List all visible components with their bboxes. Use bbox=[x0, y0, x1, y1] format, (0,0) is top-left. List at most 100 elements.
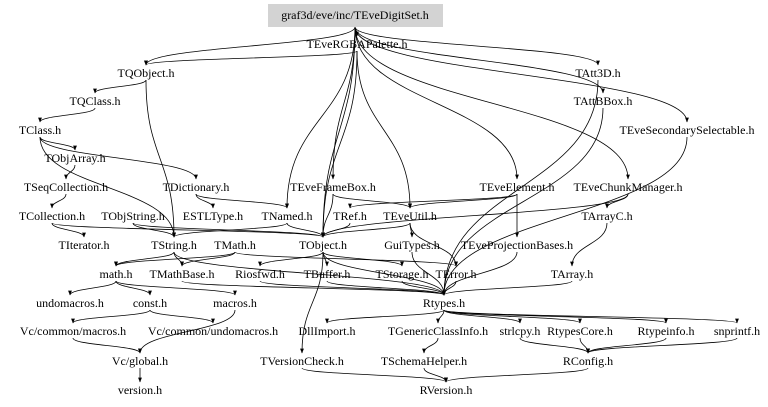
graph-node[interactable]: TEveElement.h bbox=[480, 180, 555, 194]
dependency-edge bbox=[300, 251, 324, 354]
graph-node[interactable]: TString.h bbox=[151, 238, 197, 252]
graph-node[interactable]: Vc/global.h bbox=[112, 354, 168, 368]
dependency-edge bbox=[442, 280, 573, 296]
graph-node[interactable]: TAtt3D.h bbox=[575, 66, 620, 80]
graph-node[interactable]: TObjString.h bbox=[101, 209, 164, 223]
graph-node[interactable]: TClass.h bbox=[19, 123, 61, 137]
graph-node[interactable]: TNamed.h bbox=[262, 209, 313, 223]
graph-node[interactable]: TRef.h bbox=[333, 209, 367, 223]
graph-node[interactable]: RVersion.h bbox=[420, 383, 473, 397]
graph-node[interactable]: TArrayC.h bbox=[581, 209, 632, 223]
graph-node[interactable]: Rtypes.h bbox=[423, 296, 465, 310]
graph-node[interactable]: ESTLType.h bbox=[183, 209, 243, 223]
dependency-edge bbox=[181, 280, 446, 296]
dependency-edge bbox=[68, 280, 117, 296]
dependency-edge bbox=[93, 79, 147, 94]
dependency-edge bbox=[326, 280, 446, 296]
dependency-edge bbox=[149, 309, 215, 324]
graph-node[interactable]: TEveRGBAPalette.h bbox=[307, 37, 408, 51]
root-node[interactable]: graf3d/eve/inc/TEveDigitSet.h bbox=[268, 4, 443, 27]
dependency-edge bbox=[234, 251, 458, 267]
dependency-edge bbox=[39, 136, 176, 238]
graph-node[interactable]: TQClass.h bbox=[70, 94, 121, 108]
dependency-edge bbox=[195, 193, 289, 209]
dependency-edge bbox=[195, 193, 215, 209]
dependency-edge bbox=[301, 367, 448, 383]
edges bbox=[38, 26, 739, 383]
dependency-edge bbox=[423, 367, 448, 383]
graph-node[interactable]: TCollection.h bbox=[19, 209, 85, 223]
dependency-edge bbox=[354, 26, 630, 180]
dependency-edge bbox=[259, 280, 446, 296]
graph-node[interactable]: TIterator.h bbox=[59, 238, 110, 252]
graph-node[interactable]: TObject.h bbox=[299, 238, 347, 252]
graph-node[interactable]: TArray.h bbox=[551, 267, 594, 281]
graph-node[interactable]: TEveProjectionBases.h bbox=[461, 238, 573, 252]
graph-node[interactable]: snprintf.h bbox=[714, 324, 760, 338]
graph-node[interactable]: TError.h bbox=[436, 267, 477, 281]
dependency-edge bbox=[322, 251, 446, 296]
dependency-edge bbox=[321, 50, 358, 238]
graph-node[interactable]: TSeqCollection.h bbox=[24, 180, 108, 194]
dependency-edge bbox=[579, 337, 590, 354]
dependency-edge bbox=[144, 26, 356, 66]
graph-node[interactable]: TGenericClassInfo.h bbox=[388, 324, 488, 338]
graph-node[interactable]: RtypesCore.h bbox=[547, 324, 613, 338]
dependency-edge bbox=[325, 309, 445, 324]
graph-node[interactable]: Vc/common/undomacros.h bbox=[148, 324, 278, 338]
dependency-edge bbox=[409, 222, 458, 267]
graph-node[interactable]: TMathBase.h bbox=[150, 267, 215, 281]
dependency-edge bbox=[321, 193, 334, 238]
graph-node[interactable]: math.h bbox=[100, 267, 133, 281]
graph-node[interactable]: TEveFrameBox.h bbox=[290, 180, 376, 194]
dependency-edge bbox=[72, 337, 142, 354]
dependency-edge bbox=[354, 26, 605, 94]
dependency-edge bbox=[145, 79, 176, 238]
dependency-edge bbox=[144, 50, 358, 66]
graph-node[interactable]: TEveUtil.h bbox=[383, 209, 437, 223]
graph-node[interactable]: DllImport.h bbox=[299, 324, 356, 338]
graph-node[interactable]: RConfig.h bbox=[563, 354, 613, 368]
graph-node[interactable]: Vc/common/macros.h bbox=[20, 324, 126, 338]
dependency-edge bbox=[71, 309, 151, 324]
graph-node[interactable]: const.h bbox=[133, 296, 167, 310]
dependency-edge bbox=[115, 280, 237, 296]
graph-node[interactable]: TBuffer.h bbox=[304, 267, 351, 281]
dependency-edge bbox=[114, 251, 236, 267]
graph-node[interactable]: Rtypeinfo.h bbox=[638, 324, 695, 338]
nodes: TEveRGBAPalette.hTQObject.hTQClass.hTCla… bbox=[19, 37, 760, 397]
dependency-edge bbox=[172, 222, 288, 238]
graph-node[interactable]: TObjArray.h bbox=[44, 151, 105, 165]
dependency-edge bbox=[138, 309, 236, 354]
graph-node[interactable]: macros.h bbox=[213, 296, 257, 310]
dependency-edge bbox=[321, 222, 411, 238]
graph-node[interactable]: TDictionary.h bbox=[163, 180, 230, 194]
graph-node[interactable]: TMath.h bbox=[214, 238, 256, 252]
dependency-edge bbox=[442, 79, 599, 296]
graph-node[interactable]: TAttBBox.h bbox=[574, 94, 633, 108]
graph-node[interactable]: TEveChunkManager.h bbox=[574, 180, 683, 194]
dependency-edge bbox=[114, 251, 175, 267]
dependency-edge bbox=[444, 367, 589, 383]
dependency-edge bbox=[570, 222, 608, 267]
dependency-edge bbox=[51, 222, 86, 238]
root-node-label[interactable]: graf3d/eve/inc/TEveDigitSet.h bbox=[281, 8, 429, 22]
graph-node[interactable]: strlcpy.h bbox=[500, 324, 541, 338]
dependency-edge bbox=[436, 309, 445, 324]
graph-node[interactable]: TEveSecondarySelectable.h bbox=[620, 123, 755, 137]
graph-node[interactable]: TStorage.h bbox=[376, 267, 429, 281]
dependency-edge bbox=[408, 193, 518, 209]
graph-node[interactable]: version.h bbox=[118, 383, 162, 397]
dependency-edge bbox=[321, 193, 629, 238]
graph-node[interactable]: undomacros.h bbox=[36, 296, 104, 310]
graph-node[interactable]: Riosfwd.h bbox=[235, 267, 285, 281]
dependency-edge bbox=[442, 136, 688, 296]
dependency-edge bbox=[442, 251, 518, 296]
dependency-edge bbox=[443, 309, 522, 324]
graph-node[interactable]: GuiTypes.h bbox=[384, 238, 440, 252]
dependency-edge bbox=[519, 337, 590, 354]
graph-node[interactable]: TVersionCheck.h bbox=[260, 354, 344, 368]
graph-node[interactable]: TQObject.h bbox=[118, 66, 175, 80]
graph-node[interactable]: TSchemaHelper.h bbox=[381, 354, 467, 368]
dependency-edge bbox=[39, 136, 77, 151]
